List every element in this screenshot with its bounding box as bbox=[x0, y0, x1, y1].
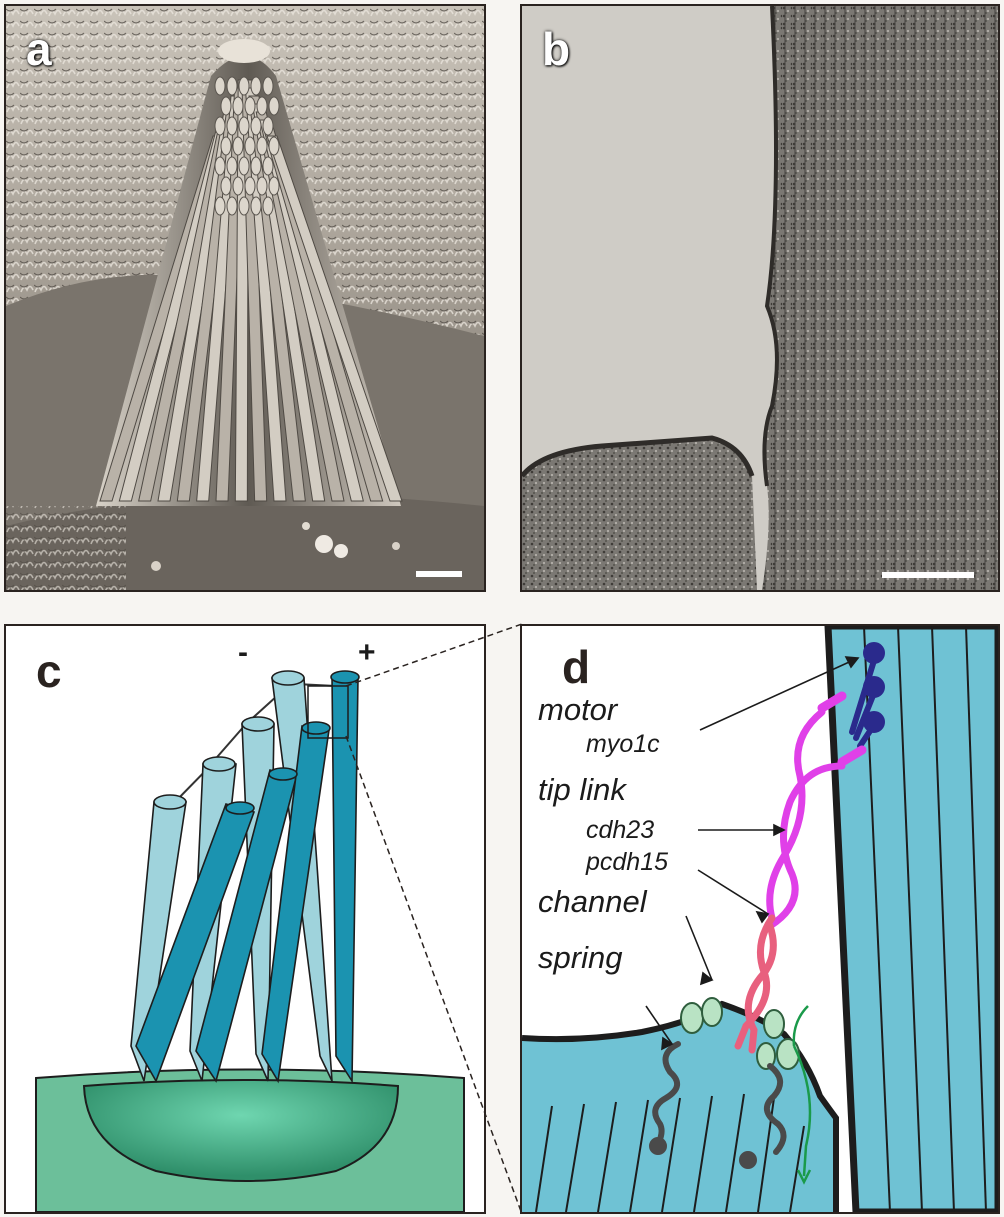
stereocilium-tip bbox=[250, 156, 262, 176]
ion-influx-arrow bbox=[792, 1045, 812, 1177]
stereocilium-tip bbox=[262, 156, 274, 176]
stereocilium-tip bbox=[220, 176, 232, 196]
motor-label: motor bbox=[538, 692, 618, 727]
cuticular-plate bbox=[82, 1079, 400, 1182]
tem-image bbox=[522, 6, 998, 590]
panel-b-tem-tip-link: b bbox=[520, 4, 1000, 592]
mechanotransduction-channel bbox=[680, 997, 800, 1070]
stereocilium-tip bbox=[262, 116, 274, 136]
stereocilium-tip bbox=[214, 196, 226, 216]
stereocilium-tip bbox=[226, 116, 238, 136]
pcdh15-label: pcdh15 bbox=[586, 848, 669, 876]
stereocilium-tip bbox=[220, 96, 232, 116]
sem-image bbox=[6, 6, 484, 590]
stereocilium-tip bbox=[238, 196, 250, 216]
stereocilium-tip bbox=[262, 196, 274, 216]
stereocilium-tip bbox=[256, 176, 268, 196]
stereocilium-tip bbox=[244, 96, 256, 116]
plus-sign: + bbox=[358, 636, 376, 669]
stereocilium-tip bbox=[238, 76, 250, 96]
tall-stereocilium-membrane bbox=[824, 626, 998, 1212]
stereocilium-tip bbox=[250, 76, 262, 96]
stereocilium-tip bbox=[238, 156, 250, 176]
stereocilium-tip bbox=[256, 136, 268, 156]
stereocilium-tip bbox=[262, 76, 274, 96]
stereocilium-tip bbox=[244, 176, 256, 196]
stereocilium-tip bbox=[244, 136, 256, 156]
channel-label: channel bbox=[538, 884, 647, 919]
stereocilium-tip bbox=[250, 116, 262, 136]
stereocilium-tip bbox=[250, 196, 262, 216]
stereocilium-tip bbox=[268, 136, 280, 156]
myo1c-label: myo1c bbox=[586, 730, 660, 758]
myo1c-motors bbox=[849, 642, 885, 749]
short-actin-filaments bbox=[535, 1093, 805, 1212]
cdh23-label: cdh23 bbox=[586, 816, 655, 844]
stereocilium-tip bbox=[226, 76, 238, 96]
stereocilium-tip bbox=[220, 136, 232, 156]
stereocilium bbox=[248, 95, 306, 502]
spring-label: spring bbox=[538, 940, 623, 975]
stereocilium-tip bbox=[268, 96, 280, 116]
scale-bar-a bbox=[416, 571, 462, 577]
panel-c-bundle-schematic: c - + bbox=[4, 624, 486, 1214]
stereocilium-tip bbox=[214, 76, 226, 96]
pcdh15-strand-2 bbox=[744, 922, 777, 1054]
panel-a-sem-hair-bundle: a bbox=[4, 4, 486, 592]
panel-a-letter: a bbox=[26, 23, 52, 75]
panel-b-letter: b bbox=[542, 23, 571, 75]
zoom-box bbox=[307, 685, 349, 739]
stereocilium-tip bbox=[226, 156, 238, 176]
panel-d-letter: d bbox=[562, 641, 591, 693]
tip-link-label: tip link bbox=[538, 772, 626, 807]
short-stereocilium-tip bbox=[522, 438, 757, 590]
cdh23-strand-2 bbox=[766, 762, 846, 930]
molecular-diagram bbox=[522, 626, 998, 1212]
stereocilium-tip bbox=[226, 196, 238, 216]
stereocilium-tip bbox=[232, 176, 244, 196]
stereocilium-tip bbox=[214, 116, 226, 136]
tip-link bbox=[734, 691, 867, 1054]
minus-sign: - bbox=[238, 636, 248, 669]
stereocilium-tip bbox=[238, 116, 250, 136]
panel-c-letter: c bbox=[36, 645, 62, 697]
stereocilium-tip bbox=[214, 156, 226, 176]
bundle-diagram bbox=[35, 670, 465, 1212]
panel-d-transduction-machinery: d motor myo1c tip link cdh23 pcdh15 chan… bbox=[520, 624, 1000, 1214]
stereocilium bbox=[266, 135, 403, 502]
tall-stereocilium bbox=[762, 6, 998, 590]
stereocilia-group bbox=[99, 76, 403, 502]
stereocilium-tip bbox=[232, 136, 244, 156]
stereocilium-tip bbox=[256, 96, 268, 116]
label-leaders bbox=[645, 656, 860, 1051]
front-row-stereocilia bbox=[135, 670, 360, 1084]
stereocilium-tip bbox=[268, 176, 280, 196]
gating-springs bbox=[649, 1041, 787, 1169]
scale-bar-b bbox=[882, 572, 974, 578]
cdh23-strand-1 bbox=[766, 708, 826, 922]
stereocilium-tip bbox=[232, 96, 244, 116]
